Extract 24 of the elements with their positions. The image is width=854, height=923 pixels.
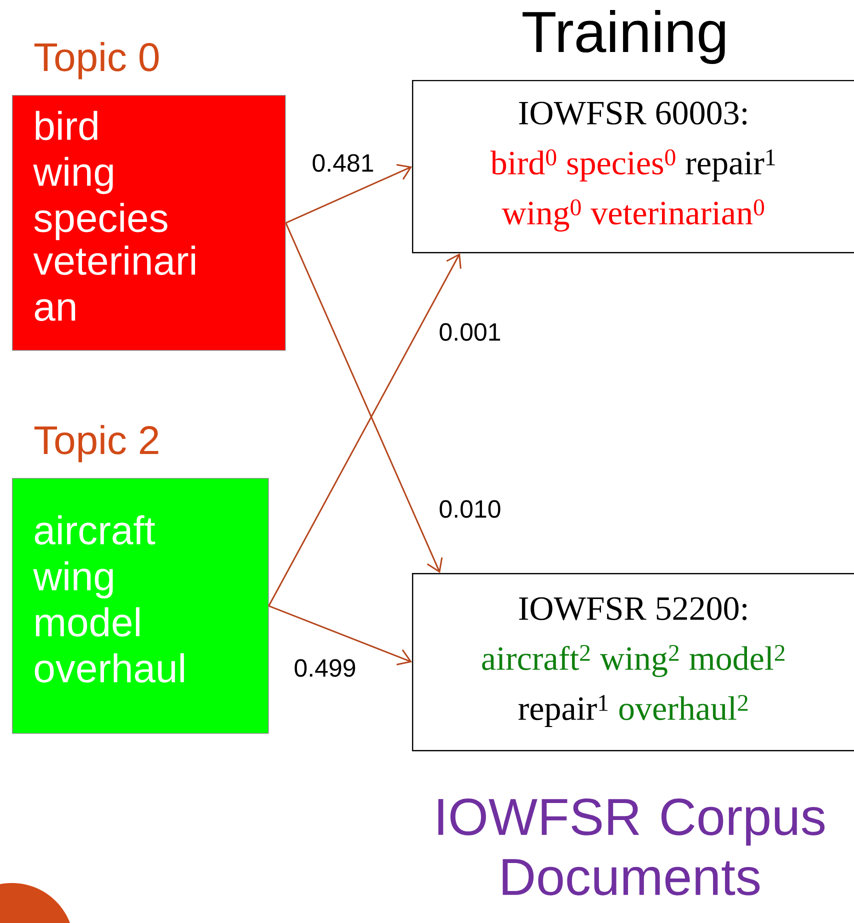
edge-label: 0.481	[310, 152, 376, 174]
caption: IOWFSR Corpus Documents	[438, 798, 825, 896]
edge-label: 0.499	[292, 657, 358, 679]
arrow	[286, 164, 412, 224]
topic-heading: Topic 2	[34, 425, 158, 462]
title: Training	[522, 10, 725, 64]
document-box: IOWFSR 60003: bird$^{0}$ species$^{0}$ repair$^{1}$ wing$^{0}$ veterinarian$^{0}$	[412, 80, 854, 254]
node-label: wing	[33, 561, 113, 598]
topic-heading: Topic 0	[34, 42, 159, 80]
node-label: model	[36, 607, 140, 637]
topic-box: aircraft wing model overhaul	[12, 478, 269, 734]
arrow	[285, 222, 443, 573]
edge-label: 0.001	[436, 321, 504, 343]
node-label: bird	[36, 110, 98, 140]
arrow	[268, 605, 412, 666]
node-label: species	[34, 202, 168, 240]
arrow	[268, 253, 462, 606]
node-label: aircraft	[34, 515, 156, 545]
document-box: IOWFSR 52200: aircraft$^{2}$ wing$^{2}$ model$^{2}$ repair$^{1}$ overhaul$^{2}$	[412, 573, 854, 752]
edge-label: 0.010	[436, 498, 504, 520]
node-label: veterinari an	[33, 246, 195, 321]
topic-box: bird wing species veterinari an	[12, 95, 286, 351]
node-label: overhaul	[34, 653, 184, 683]
node-label: wing	[33, 156, 113, 194]
